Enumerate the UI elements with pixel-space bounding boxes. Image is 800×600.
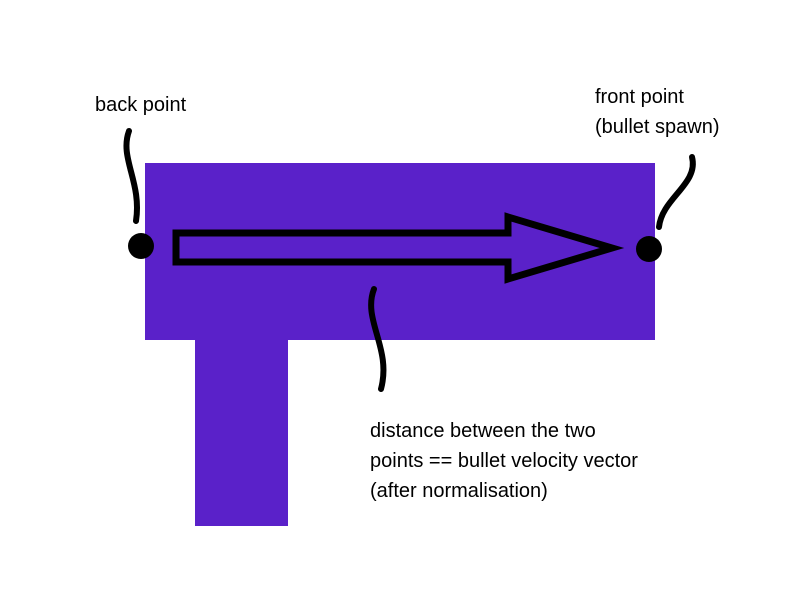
distance-label-line2: points == bullet velocity vector	[370, 450, 638, 472]
front-label-connector	[656, 154, 696, 230]
distance-label: distance between the two points == bulle…	[370, 416, 638, 506]
back-point-dot	[128, 233, 154, 259]
back-label-connector	[123, 128, 140, 224]
velocity-arrow	[172, 212, 625, 284]
gun-grip-shape	[195, 338, 288, 526]
front-point-label: front point (bullet spawn)	[595, 82, 720, 142]
front-point-label-line2: (bullet spawn)	[595, 116, 720, 138]
distance-label-connector	[368, 286, 387, 392]
back-point-label: back point	[95, 94, 187, 116]
front-point-dot	[636, 236, 662, 262]
front-point-label-line1: front point	[595, 86, 684, 108]
gun-body-shape	[145, 163, 655, 340]
distance-label-line1: distance between the two	[370, 420, 596, 442]
distance-label-line3: (after normalisation)	[370, 480, 548, 502]
